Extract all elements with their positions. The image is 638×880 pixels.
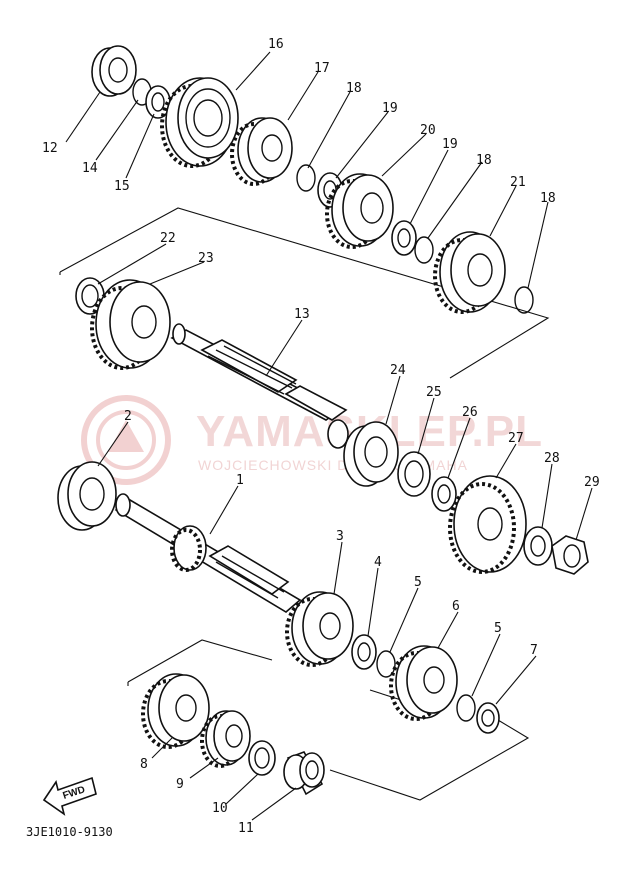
label-27: 27 — [508, 431, 524, 446]
label-29: 29 — [584, 475, 600, 490]
washer-19-mid — [391, 220, 417, 256]
label-25: 25 — [426, 385, 442, 400]
washer-10 — [248, 740, 276, 776]
label-22: 22 — [160, 231, 176, 246]
label-16: 16 — [268, 37, 284, 52]
nut-29 — [551, 535, 589, 575]
label-28: 28 — [544, 451, 560, 466]
circlip-5-left — [376, 650, 396, 678]
label-9: 9 — [176, 777, 184, 792]
leader-lines — [65, 51, 593, 821]
label-11: 11 — [238, 821, 254, 836]
gear-9 — [200, 710, 251, 768]
label-23: 23 — [198, 251, 214, 266]
oil-seal-25 — [397, 451, 431, 497]
gear-23 — [90, 279, 171, 370]
drawing-code: 3JE1010-9130 — [26, 825, 113, 839]
label-17: 17 — [314, 61, 330, 76]
gear-8 — [141, 673, 210, 749]
label-19-top: 19 — [382, 101, 398, 116]
circlip-5-right — [456, 694, 476, 722]
bearing-12 — [91, 45, 137, 97]
drive-sprocket-27 — [448, 475, 527, 574]
label-18-right: 18 — [540, 191, 556, 206]
label-14: 14 — [82, 161, 98, 176]
label-7: 7 — [530, 643, 538, 658]
label-10: 10 — [212, 801, 228, 816]
watermark-logo-icon — [81, 395, 171, 485]
circlip-18-mid — [414, 236, 434, 264]
label-5-right: 5 — [494, 621, 502, 636]
label-1: 1 — [236, 473, 244, 488]
lower-group-frame — [127, 639, 530, 801]
label-21: 21 — [510, 175, 526, 190]
drive-axle-1 — [114, 493, 302, 613]
collar-26 — [431, 476, 457, 512]
washer-7 — [476, 702, 500, 734]
bearing-2 — [57, 461, 117, 531]
gear-16 — [160, 77, 239, 168]
label-12: 12 — [42, 141, 58, 156]
label-2: 2 — [124, 409, 132, 424]
circlip-18-top — [296, 164, 316, 192]
label-5-top: 5 — [414, 575, 422, 590]
bearing-24 — [343, 421, 399, 487]
label-20: 20 — [420, 123, 436, 138]
label-8: 8 — [140, 757, 148, 772]
label-3: 3 — [336, 529, 344, 544]
gear-21 — [433, 231, 506, 314]
label-19-mid: 19 — [442, 137, 458, 152]
gear-17 — [230, 117, 293, 186]
main-axle-13 — [170, 323, 349, 449]
bearing-11 — [283, 751, 325, 796]
label-18-top: 18 — [346, 81, 362, 96]
label-4: 4 — [374, 555, 382, 570]
label-24: 24 — [390, 363, 406, 378]
lock-washer-28 — [523, 526, 553, 566]
circlip-18-right — [514, 286, 534, 314]
part-labels: 16 17 18 19 20 19 18 21 18 12 14 15 22 2… — [42, 37, 600, 836]
gear-6 — [389, 645, 458, 721]
upper-group-frame — [59, 207, 550, 379]
gear-3 — [285, 591, 354, 667]
label-18-mid: 18 — [476, 153, 492, 168]
fwd-arrow-icon: FWD — [42, 776, 97, 816]
label-15: 15 — [114, 179, 130, 194]
label-26: 26 — [462, 405, 478, 420]
gear-20 — [325, 173, 394, 249]
label-6: 6 — [452, 599, 460, 614]
label-13: 13 — [294, 307, 310, 322]
washer-4 — [351, 634, 377, 670]
